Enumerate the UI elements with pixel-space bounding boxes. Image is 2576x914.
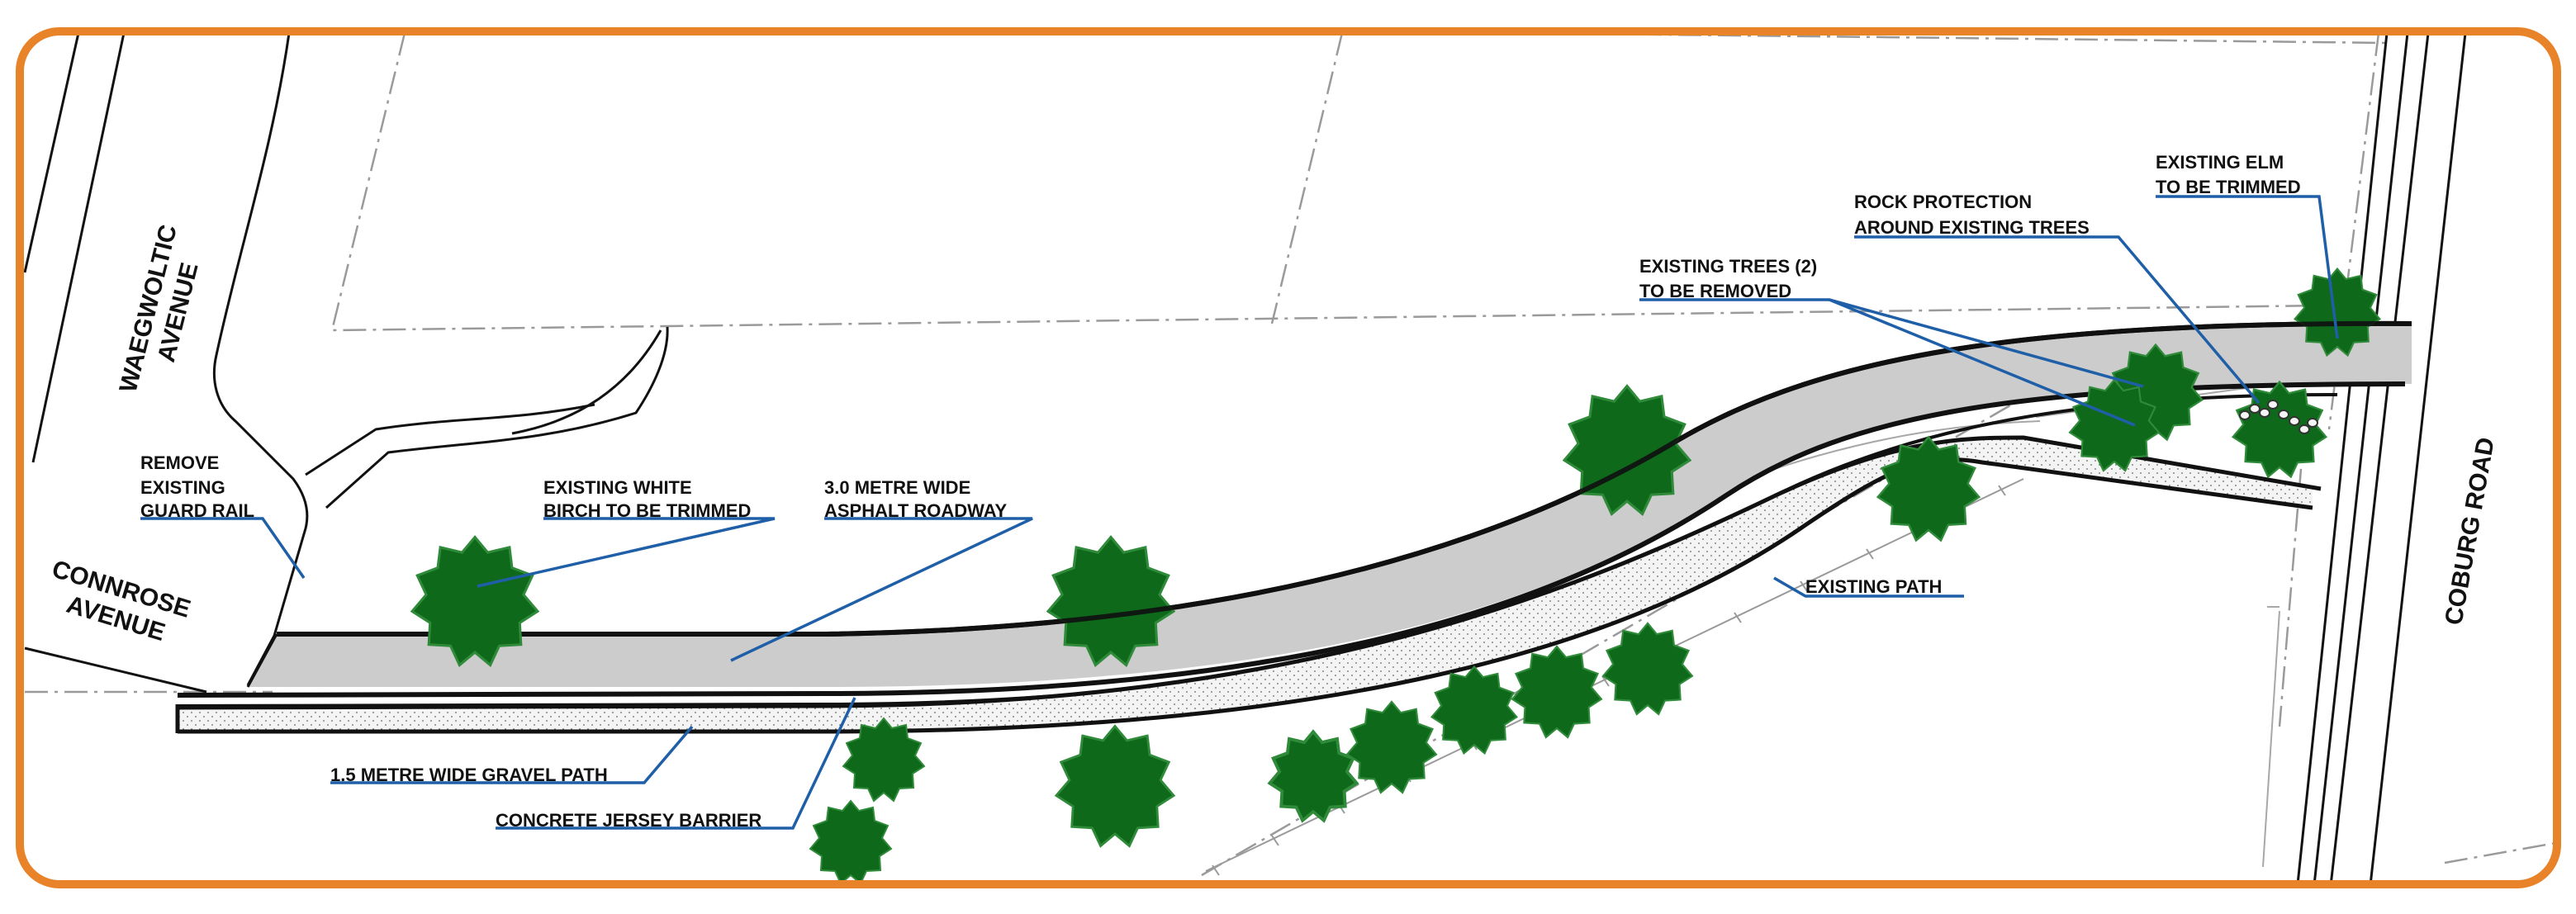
trees [410, 267, 2382, 884]
rock-icon [2239, 400, 2318, 434]
roadway-north-edge-overlay [825, 320, 2412, 637]
tree-icon [1046, 535, 1176, 667]
roadway-west-taper [246, 633, 278, 688]
label-gravel-path: 1.5 METRE WIDE GRAVEL PATH [330, 765, 608, 785]
tree-icon [1269, 731, 1358, 822]
roadway-south-edge [177, 381, 2406, 698]
label-trees-removed: EXISTING TREES (2) TO BE REMOVED [1639, 256, 1822, 301]
coburg-road-edges [2294, 32, 2467, 884]
tree-icon [1054, 724, 1176, 848]
tree-icon [842, 717, 926, 803]
tree-icon [1601, 622, 1694, 716]
tree-icon [2068, 378, 2161, 472]
tree-icon [1430, 665, 1519, 755]
gravel-path [178, 438, 2313, 732]
asphalt-roadway [248, 323, 2412, 687]
leader-lines [140, 195, 2339, 830]
tree-icon [1511, 645, 1603, 739]
tree-icon [2293, 267, 2382, 358]
label-remove-guard-rail: REMOVE EXISTING GUARD RAIL [140, 452, 254, 521]
tree-icon [1345, 700, 1438, 794]
annotations: REMOVE EXISTING GUARD RAIL EXISTING WHIT… [140, 152, 2301, 831]
map-frame [16, 27, 2561, 888]
label-existing-path: EXISTING PATH [1805, 576, 1942, 597]
label-white-birch: EXISTING WHITE BIRCH TO BE TRIMMED [543, 477, 751, 521]
tree-icon [410, 535, 540, 667]
tree-icon [1876, 435, 1981, 542]
label-existing-elm: EXISTING ELM TO BE TRIMMED [2156, 152, 2301, 197]
street-edges [23, 32, 669, 694]
label-asphalt-roadway: 3.0 METRE WIDE ASPHALT ROADWAY [824, 477, 1008, 521]
label-jersey-barrier: CONCRETE JERSEY BARRIER [496, 810, 761, 831]
label-rock-protection: ROCK PROTECTION AROUND EXISTING TREES [1854, 192, 2090, 238]
tree-icon [809, 799, 893, 884]
gravel-path-edge-north [177, 435, 2322, 710]
